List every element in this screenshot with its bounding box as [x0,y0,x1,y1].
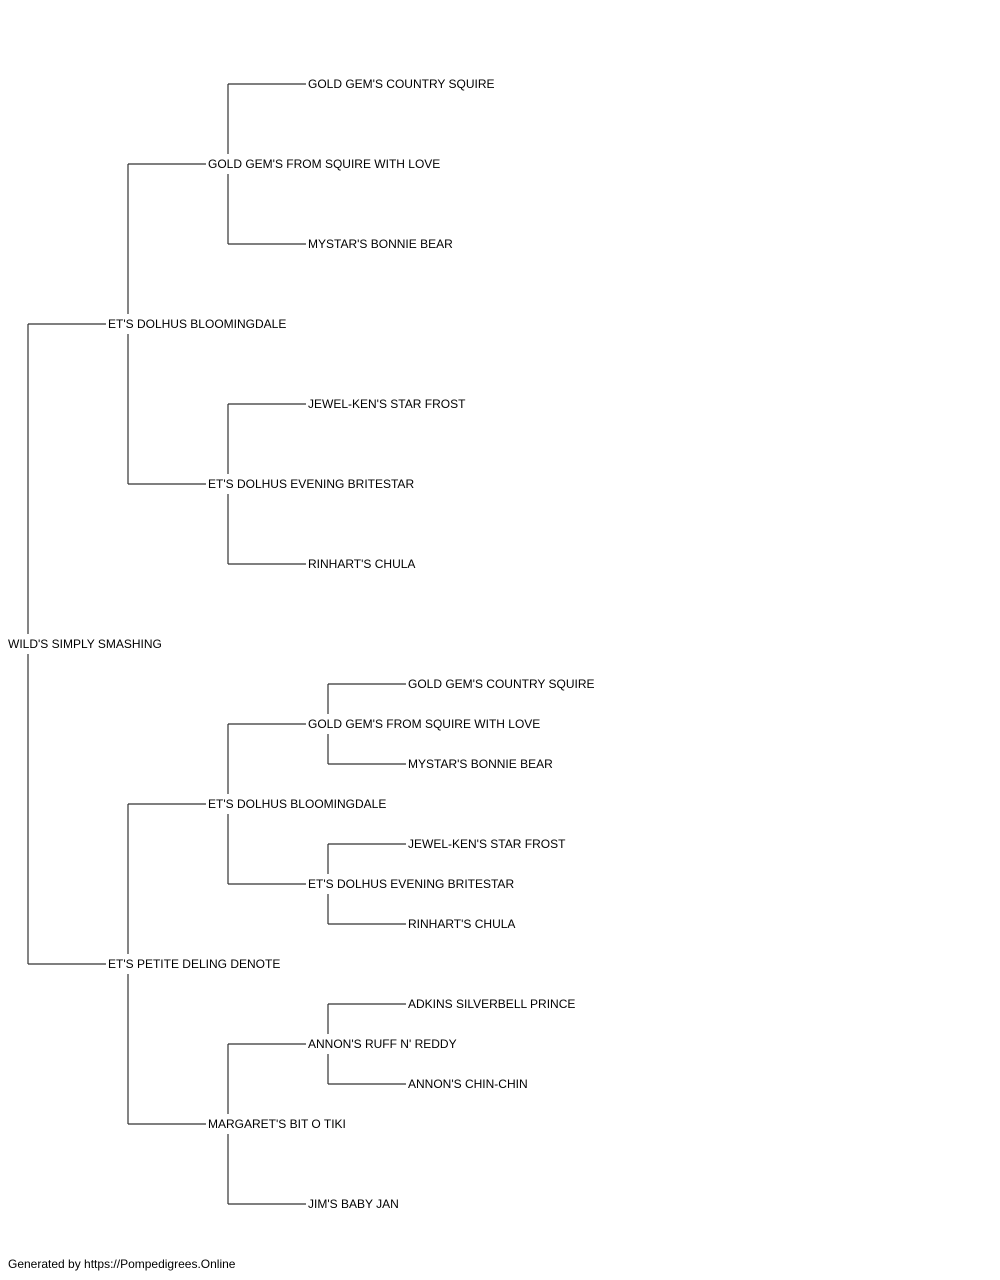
dam-label-gen3: RINHART'S CHULA [308,557,416,571]
dam-label-gen4: ANNON'S CHIN-CHIN [408,1077,528,1091]
dam-label-gen4: MYSTAR'S BONNIE BEAR [408,757,553,771]
dam-label-gen2: ET'S DOLHUS EVENING BRITESTAR [208,477,415,491]
sire-label-gen3: ANNON'S RUFF N' REDDY [308,1037,457,1051]
sire-label-gen3: GOLD GEM'S COUNTRY SQUIRE [308,77,495,91]
sire-label-gen3: JEWEL-KEN'S STAR FROST [308,397,466,411]
sire-label-gen4: GOLD GEM'S COUNTRY SQUIRE [408,677,595,691]
dam-label-gen3: ET'S DOLHUS EVENING BRITESTAR [308,877,515,891]
subject-name: WILD'S SIMPLY SMASHING [8,637,162,651]
sire-label-gen2: GOLD GEM'S FROM SQUIRE WITH LOVE [208,157,441,171]
dam-label-gen3: MYSTAR'S BONNIE BEAR [308,237,453,251]
sire-label-gen2: ET'S DOLHUS BLOOMINGDALE [208,797,387,811]
sire-label-gen3: GOLD GEM'S FROM SQUIRE WITH LOVE [308,717,541,731]
sire-label-gen4: JEWEL-KEN'S STAR FROST [408,837,566,851]
generated-by-footer: Generated by https://Pompedigrees.Online [8,1257,236,1271]
sire-label-gen1: ET'S DOLHUS BLOOMINGDALE [108,317,287,331]
sire-label-gen4: ADKINS SILVERBELL PRINCE [408,997,576,1011]
dam-label-gen4: RINHART'S CHULA [408,917,516,931]
dam-label-gen2: MARGARET'S BIT O TIKI [208,1117,346,1131]
dam-label-gen3: JIM'S BABY JAN [308,1197,399,1211]
dam-label-gen1: ET'S PETITE DELING DENOTE [108,957,281,971]
